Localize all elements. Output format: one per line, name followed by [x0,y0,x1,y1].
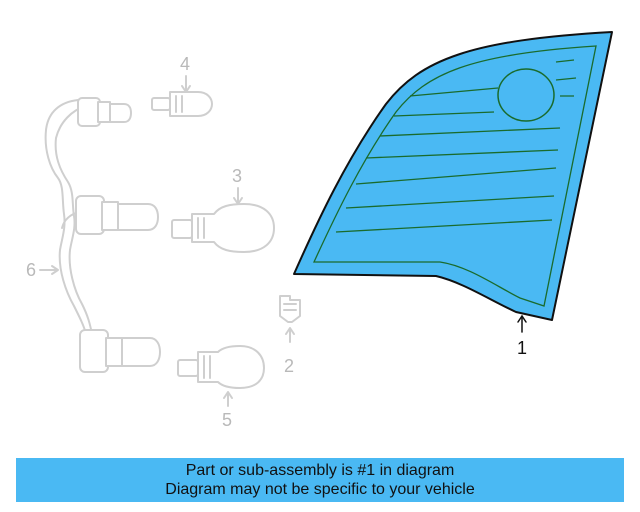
callout-4: 4 [180,54,191,93]
callout-1: 1 [517,314,527,358]
banner-line-2: Diagram may not be specific to your vehi… [165,481,475,498]
callout-6: 6 [26,260,59,280]
tail-lamp-assembly [293,31,613,321]
banner-line-1: Part or sub-assembly is #1 in diagram [185,462,455,479]
lower-socket [79,329,161,373]
info-banner: Part or sub-assembly is #1 in diagram Di… [16,458,624,502]
parts-diagram: 4 3 5 2 6 [26,31,613,430]
svg-text:5: 5 [222,410,232,430]
bulb-3 [171,203,275,253]
clip-2 [279,295,301,323]
callout-2: 2 [284,327,295,376]
middle-socket [75,195,159,235]
bulb-4 [151,91,213,117]
bulb-5 [177,345,265,389]
svg-text:2: 2 [284,356,294,376]
svg-text:4: 4 [180,54,190,74]
svg-text:1: 1 [517,338,527,358]
callout-3: 3 [232,166,243,205]
upper-socket [77,97,132,127]
svg-text:3: 3 [232,166,242,186]
svg-text:6: 6 [26,260,36,280]
callout-5: 5 [222,391,233,430]
